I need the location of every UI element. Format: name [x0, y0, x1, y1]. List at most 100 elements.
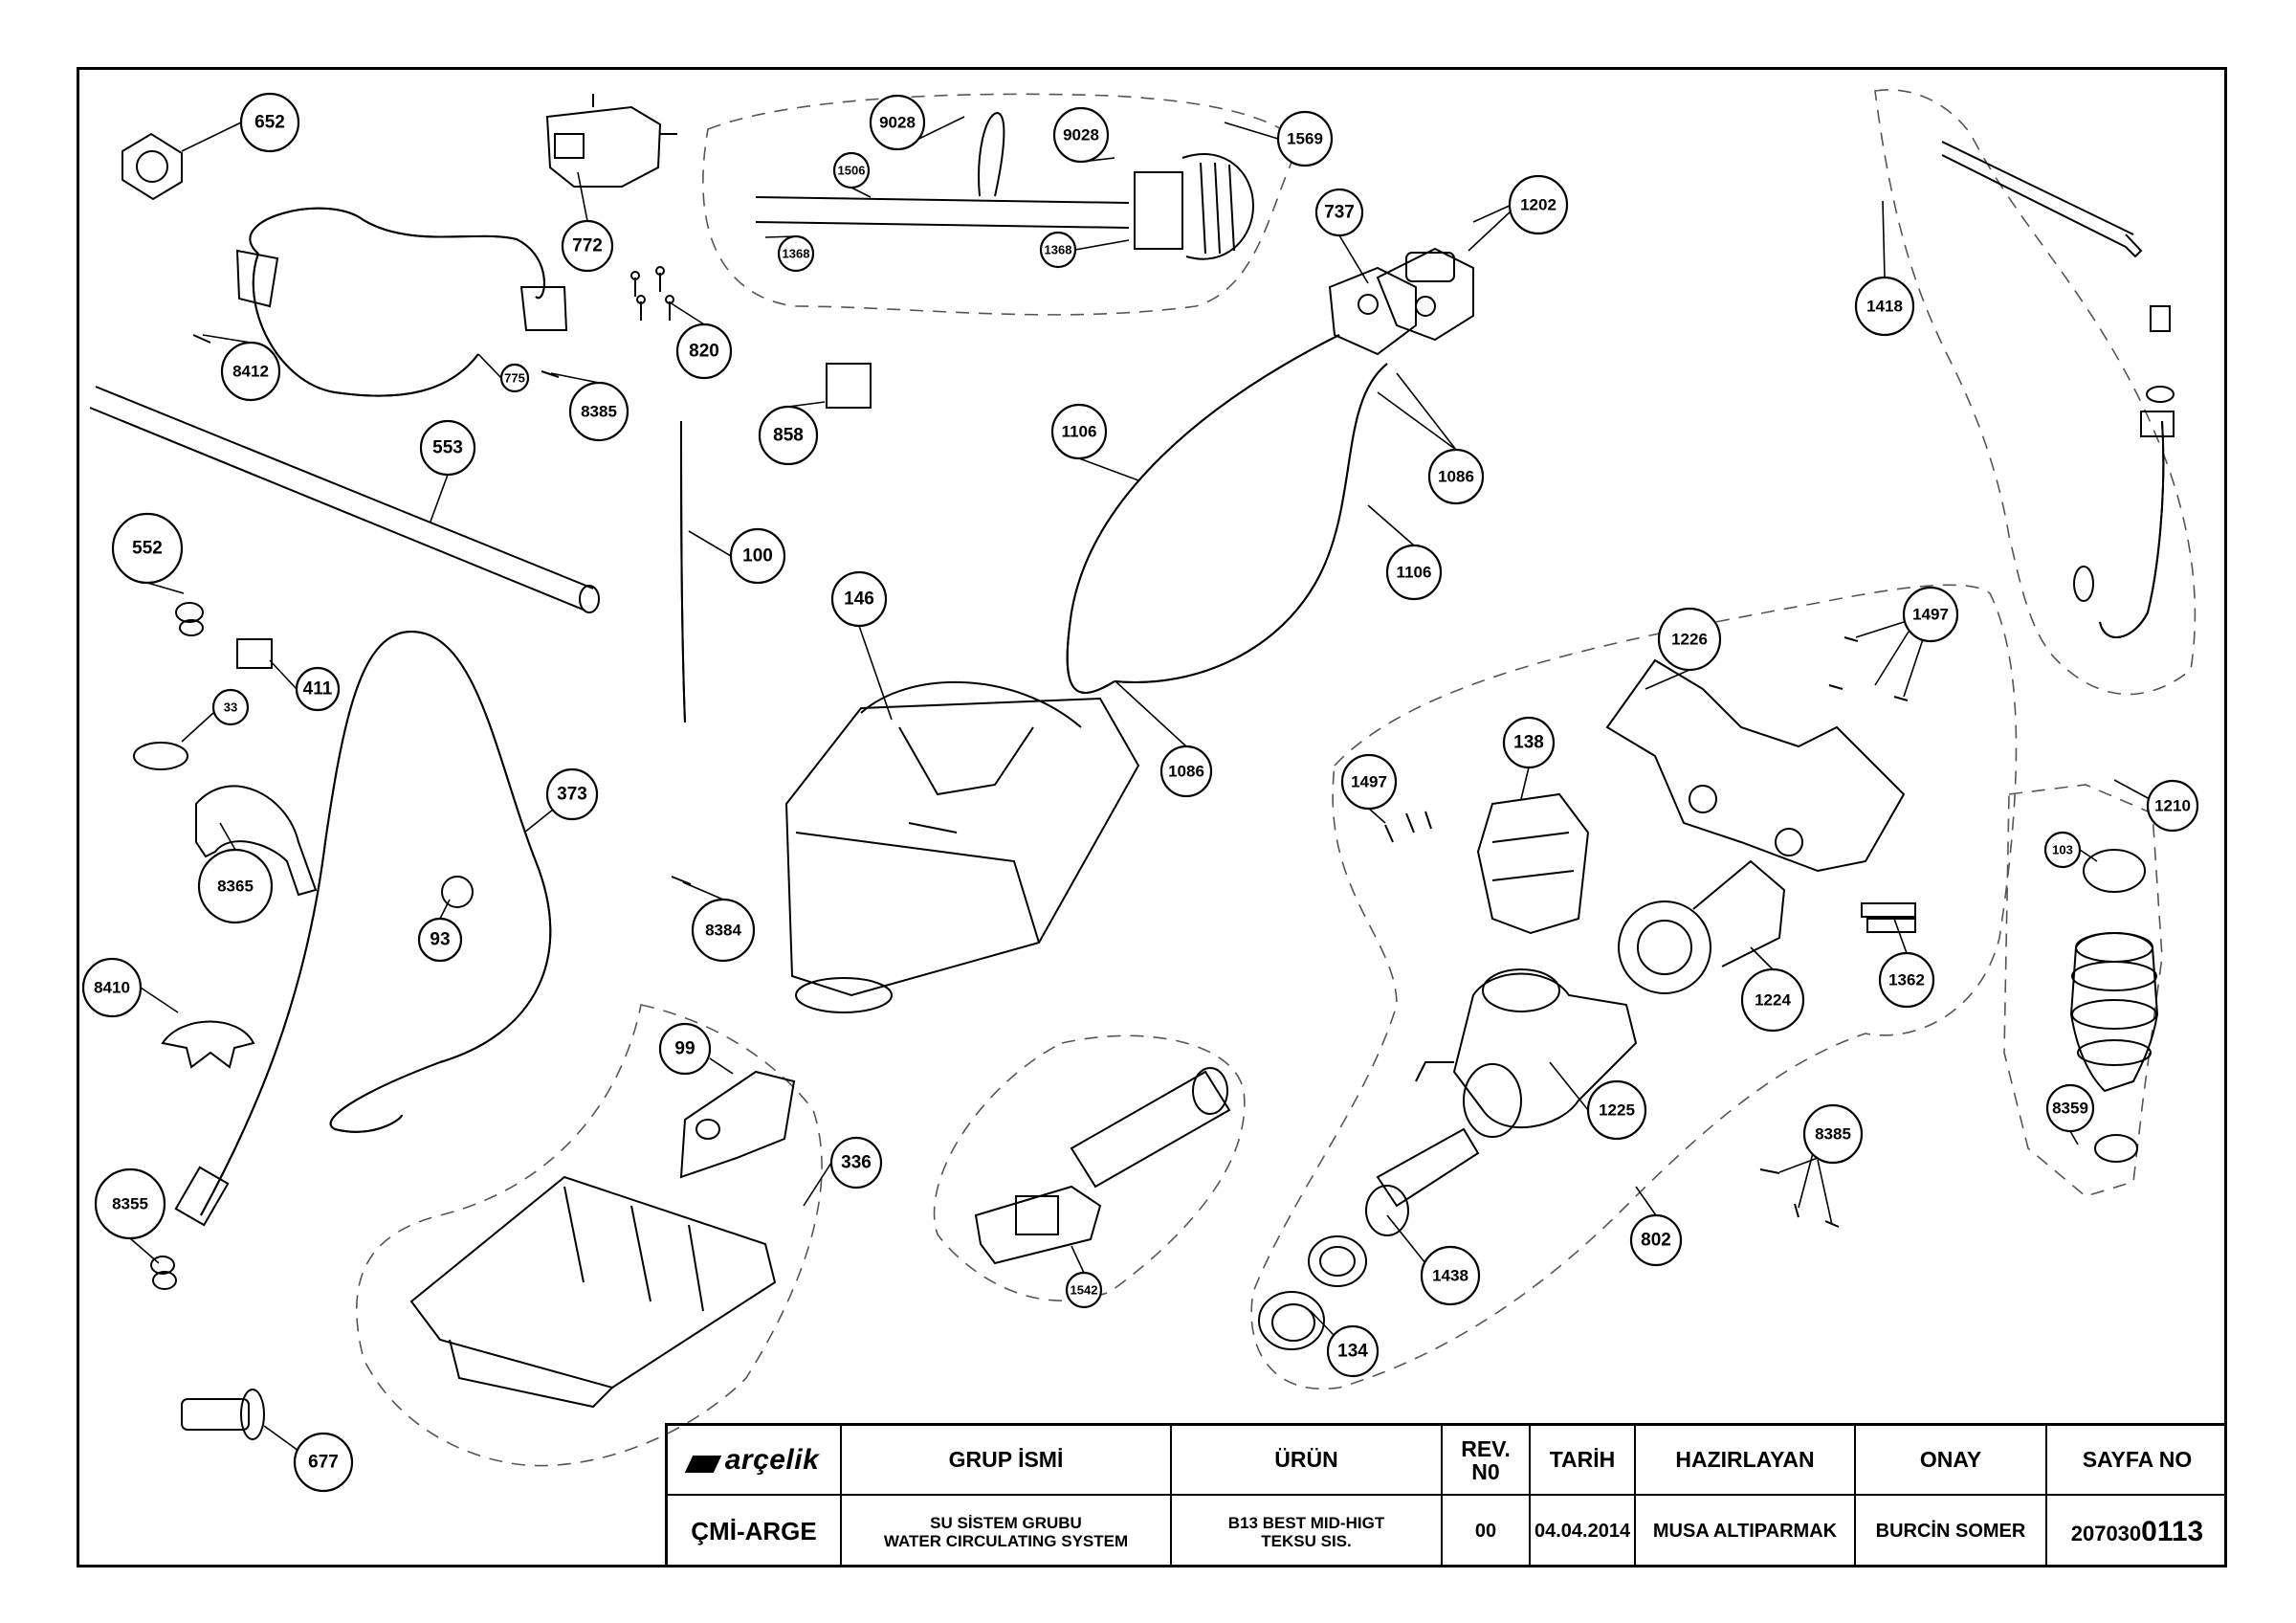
- callout-circle: [111, 512, 184, 585]
- callout-circle: [1902, 586, 1959, 643]
- callout-circle: [1039, 231, 1077, 269]
- part-fuse-1362: [1861, 902, 1916, 933]
- callout-number: 146: [844, 589, 874, 610]
- part-bracket-1226: [1605, 658, 1906, 873]
- callout-circle: [1878, 951, 1935, 1009]
- callout-134: 134: [1326, 1324, 1380, 1378]
- callout-99: 99: [658, 1022, 712, 1076]
- outline-drain-hose-group: [1874, 89, 2197, 696]
- callout-circle: [829, 1136, 883, 1189]
- outline-detergent-hose-group: [702, 93, 1303, 316]
- callout-number: 8385: [581, 403, 617, 421]
- parts: [89, 94, 2175, 1440]
- part-detergent-housing-146: [784, 680, 1140, 1013]
- callout-number: 1438: [1432, 1267, 1468, 1285]
- callout-1202: 1202: [1508, 174, 1569, 235]
- part-clip-411: [236, 638, 273, 669]
- callout-number: 134: [1337, 1342, 1368, 1362]
- callout-9028: 9028: [1052, 106, 1110, 164]
- callout-circle: [729, 527, 786, 585]
- callout-1086: 1086: [1427, 448, 1485, 505]
- callout-number: 772: [572, 236, 603, 256]
- callout-circle: [197, 848, 274, 924]
- header-rev: REV. N0: [1441, 1426, 1531, 1496]
- product-line-2: TEKSU SIS.: [1261, 1531, 1352, 1550]
- department: ÇMİ-ARGE: [668, 1494, 842, 1567]
- callout-circle: [1326, 1324, 1380, 1378]
- callout-number: 9028: [879, 114, 916, 132]
- callout-number: 336: [841, 1153, 872, 1173]
- callout-858: 858: [758, 405, 819, 466]
- callout-number: 1226: [1671, 631, 1708, 649]
- page-no-value: 2070300113: [2045, 1494, 2227, 1567]
- callout-146: 146: [830, 570, 888, 628]
- callout-circle: [2043, 831, 2082, 869]
- part-filter-cap-134: [1258, 1291, 1325, 1350]
- callout-circle: [1502, 716, 1556, 769]
- callout-775: 775: [499, 363, 530, 393]
- callout-411: 411: [295, 666, 341, 712]
- callout-number: 33: [224, 700, 237, 715]
- product-line-1: B13 BEST MID-HIGT: [1227, 1513, 1385, 1532]
- part-pump-filter-1438: [1308, 1127, 1480, 1287]
- header-rev-text: REV. N0: [1461, 1435, 1511, 1484]
- outline-drawer-group: [356, 1004, 823, 1467]
- part-screw-8412: [192, 334, 211, 344]
- callout-number: 8355: [112, 1195, 148, 1213]
- callout-number: 8384: [705, 922, 741, 940]
- callout-circle: [691, 898, 756, 963]
- callout-553: 553: [419, 419, 476, 477]
- header-date: TARİH: [1529, 1426, 1636, 1496]
- part-clamp-33: [133, 742, 188, 770]
- callout-number: 1542: [1071, 1283, 1098, 1298]
- callout-677: 677: [293, 1432, 354, 1493]
- callout-8385: 8385: [568, 381, 629, 442]
- callout-number: 1086: [1438, 468, 1474, 486]
- part-sump-hose-1210: [2069, 849, 2159, 1163]
- date-value: 04.04.2014: [1529, 1494, 1636, 1567]
- callout-number: 1224: [1755, 991, 1791, 1010]
- callout-1224: 1224: [1740, 967, 1805, 1033]
- callout-number: 1497: [1912, 606, 1949, 624]
- part-drawer-handle-99: [679, 1070, 796, 1179]
- callout-circle: [1629, 1213, 1683, 1267]
- outline-sump-hose-group: [2003, 784, 2163, 1197]
- callout-number: 411: [303, 679, 333, 700]
- callout-1106: 1106: [1050, 403, 1108, 460]
- callout-circle: [81, 957, 143, 1018]
- callout-number: 1362: [1888, 971, 1925, 989]
- part-drain-pump-1224: [1618, 859, 1786, 994]
- callout-103: 103: [2043, 831, 2082, 869]
- callout-circle: [239, 92, 300, 153]
- part-hose-connector-652: [121, 132, 183, 201]
- callout-number: 373: [557, 785, 587, 805]
- callout-circle: [1052, 106, 1110, 164]
- callout-circle: [1427, 448, 1485, 505]
- part-nozzle-677: [181, 1389, 265, 1440]
- callout-circle: [295, 666, 341, 712]
- callout-number: 103: [2052, 843, 2073, 857]
- callout-number: 1368: [1045, 243, 1072, 257]
- callout-9028: 9028: [869, 94, 926, 151]
- part-heater-assembly-1569: [1134, 153, 1255, 260]
- callout-circle: [1385, 544, 1443, 601]
- group-name-tr: SU SİSTEM GRUBU: [930, 1513, 1082, 1532]
- callout-circle: [1159, 745, 1213, 798]
- callout-number: 8359: [2052, 1100, 2088, 1118]
- outline-filter-group: [933, 1034, 1246, 1301]
- callout-number: 1086: [1168, 763, 1204, 781]
- page-no-main: 0113: [2141, 1515, 2204, 1547]
- callout-1418: 1418: [1854, 276, 1915, 337]
- callout-circle: [832, 151, 871, 189]
- callout-number: 9028: [1063, 126, 1099, 145]
- callout-1225: 1225: [1586, 1079, 1647, 1141]
- group-name-en: WATER CIRCULATING SYSTEM: [883, 1531, 1129, 1550]
- callout-373: 373: [545, 767, 599, 821]
- callout-1497: 1497: [1902, 586, 1959, 643]
- callout-circle: [2146, 779, 2199, 833]
- group-outlines: [356, 89, 2197, 1467]
- part-drain-hose-1418: [1941, 141, 2175, 638]
- callout-number: 100: [742, 546, 773, 567]
- callout-circle: [499, 363, 530, 393]
